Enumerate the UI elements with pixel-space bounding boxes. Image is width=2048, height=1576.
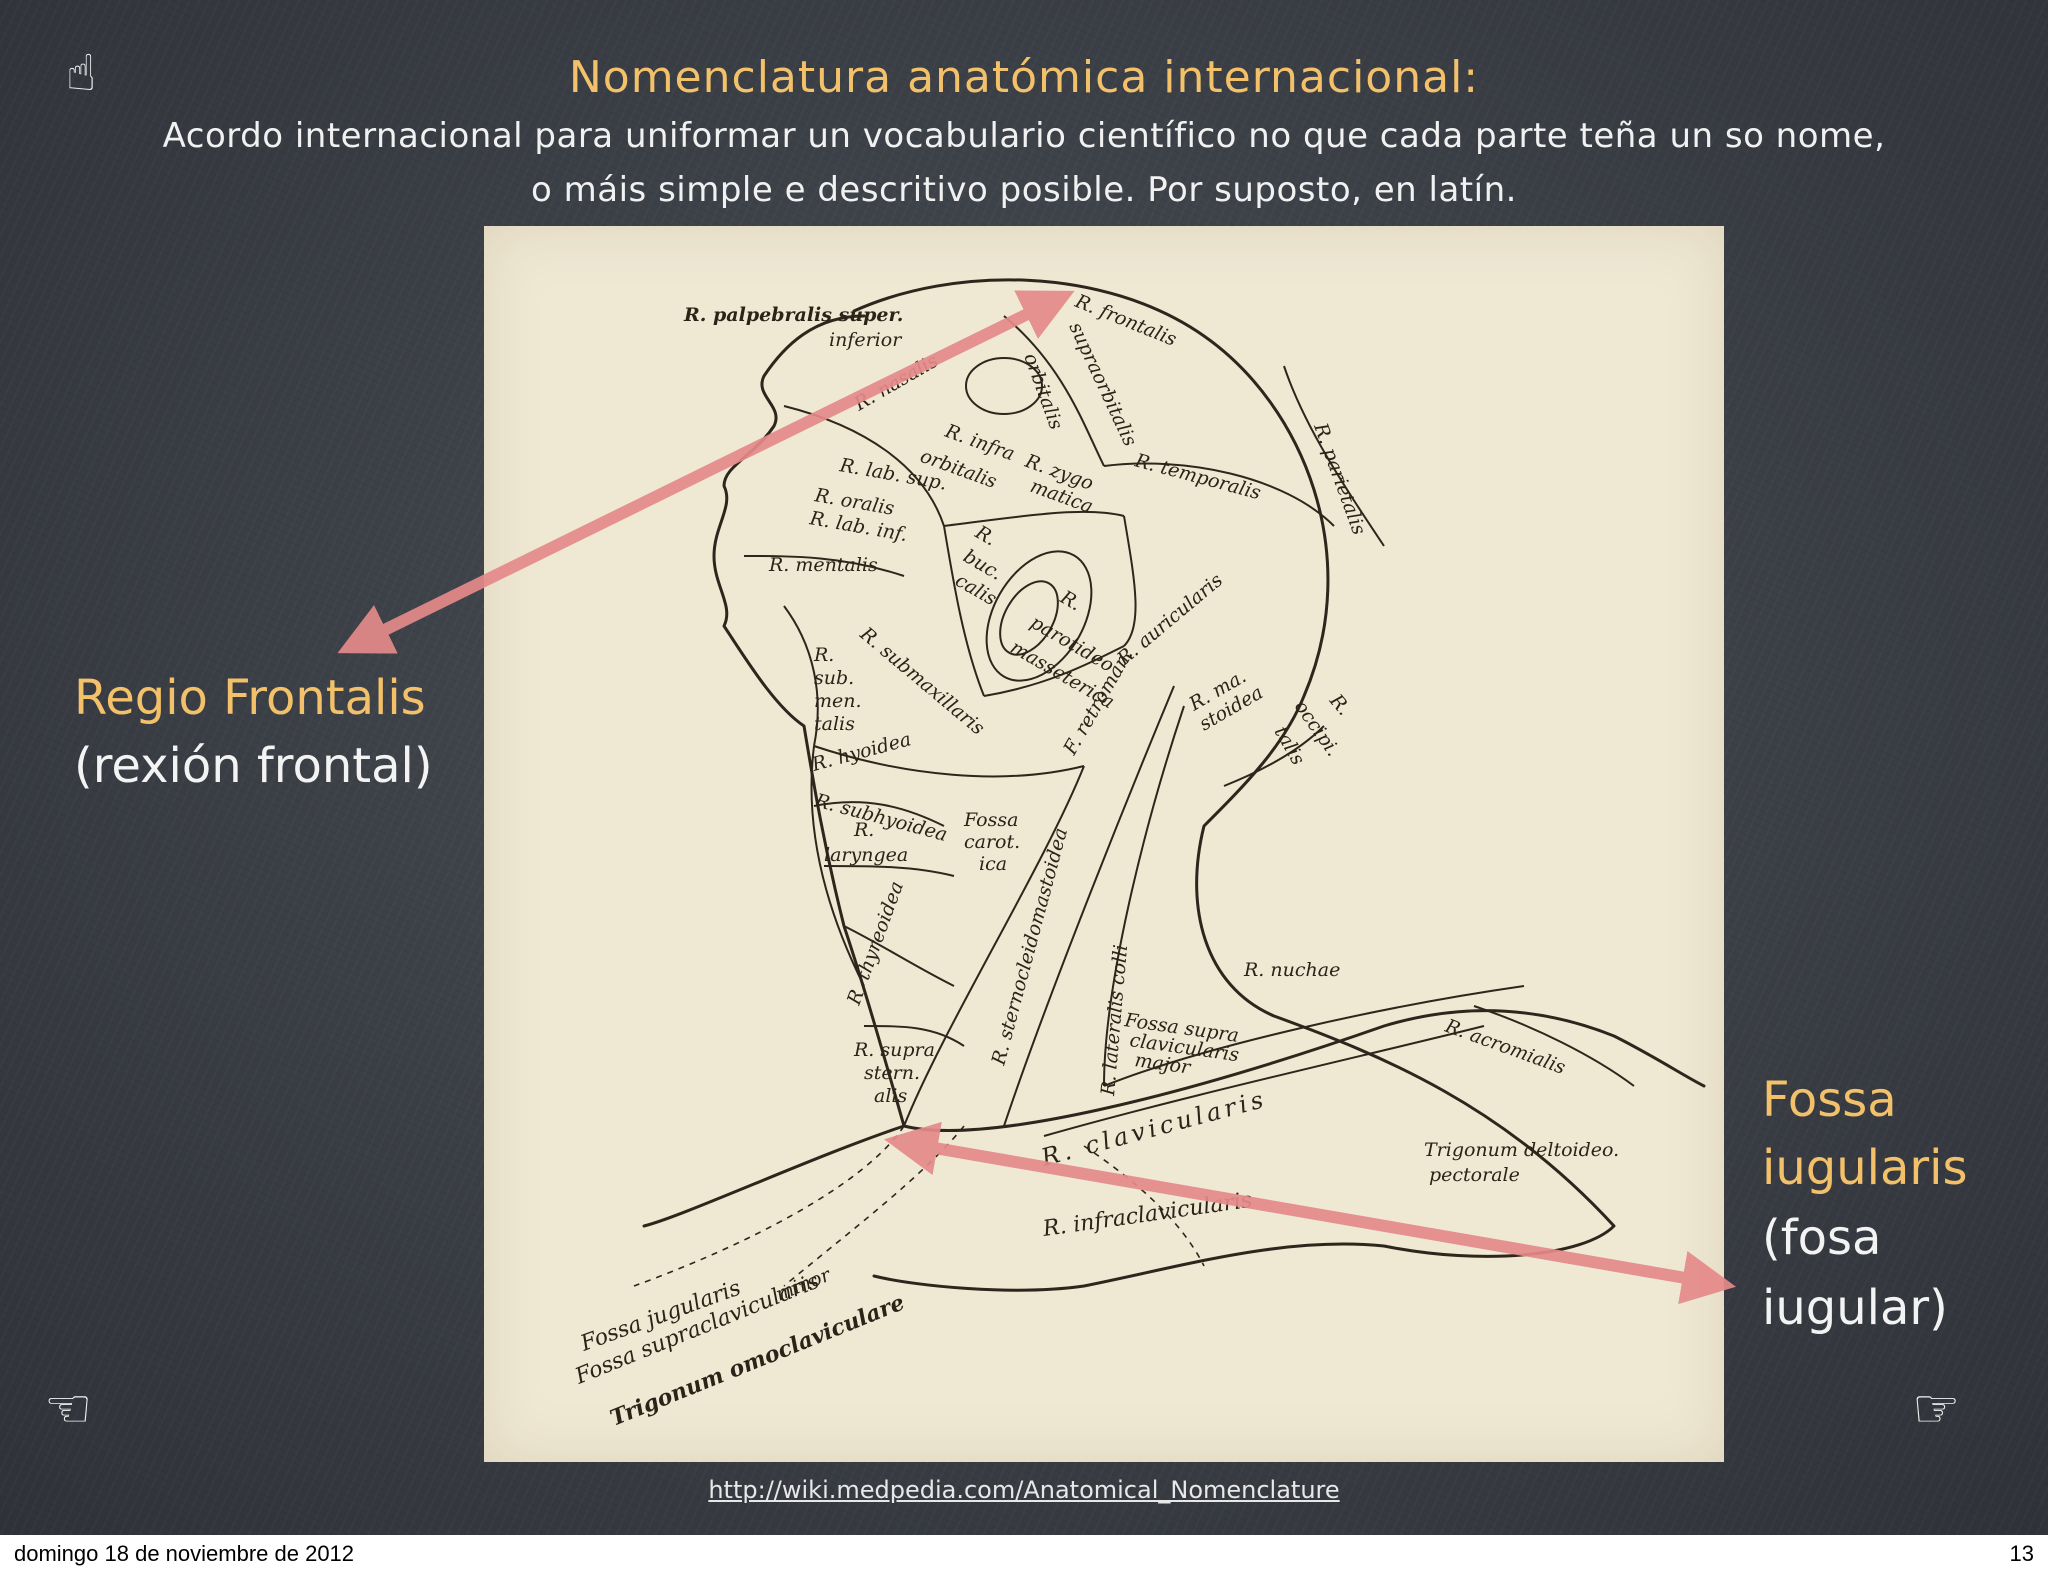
pointing-up-hand-icon: ☝: [66, 44, 97, 102]
regio-frontalis-label: Regio Frontalis: [74, 670, 426, 726]
pointing-left-hand-icon[interactable]: ☜: [44, 1377, 93, 1440]
source-link[interactable]: http://wiki.medpedia.com/Anatomical_Nome…: [708, 1476, 1340, 1504]
subtitle-line-2: o máis simple e descritivo posible. Por …: [531, 170, 1517, 210]
label-nuchae: R. nuchae: [1243, 959, 1340, 981]
slide-title: Nomenclatura anatómica internacional:: [568, 52, 1480, 103]
label-fossa-carotica-1: Fossa: [963, 809, 1018, 831]
label-submentalis-2: sub.: [814, 667, 854, 689]
label-suprasternalis-2: stern.: [864, 1062, 920, 1084]
pointing-right-hand-icon[interactable]: ☞: [1912, 1377, 1961, 1440]
label-laryngea-1: R.: [853, 819, 874, 841]
slide: ☝ Nomenclatura anatómica internacional: …: [0, 0, 2048, 1535]
label-submentalis-4: talis: [814, 713, 855, 735]
label-fossa-carotica-3: ica: [979, 853, 1007, 875]
annotation-arrows: [337, 290, 1736, 1305]
label-suprasternalis-3: alis: [874, 1085, 907, 1107]
footer-page-number: 13: [2009, 1541, 2034, 1566]
rexion-frontal-label: (rexión frontal): [74, 738, 433, 794]
iugularis-label-line2: iugularis: [1762, 1140, 1968, 1196]
arrow-regio-frontalis: [337, 290, 1075, 654]
fossa-label-line1: Fossa: [1762, 1072, 1897, 1128]
label-laryngea-2: laryngea: [824, 844, 908, 866]
arrow-fossa-iugularis: [884, 1121, 1736, 1305]
fosa-label-line1: (fosa: [1762, 1210, 1882, 1266]
head-neck-regions-diagram: R. palpebralis super. inferior R. fronta…: [571, 278, 1706, 1432]
iugular-label-line2: iugular): [1762, 1280, 1948, 1336]
footer-date: domingo 18 de noviembre de 2012: [14, 1541, 355, 1566]
subtitle-line-1: Acordo internacional para uniformar un v…: [162, 116, 1886, 156]
label-submentalis-3: men.: [814, 690, 862, 712]
print-footer: domingo 18 de noviembre de 2012 13: [0, 1535, 2048, 1576]
label-suprasternalis-1: R. supra: [853, 1039, 935, 1061]
label-fossa-carotica-2: carot.: [964, 831, 1020, 853]
